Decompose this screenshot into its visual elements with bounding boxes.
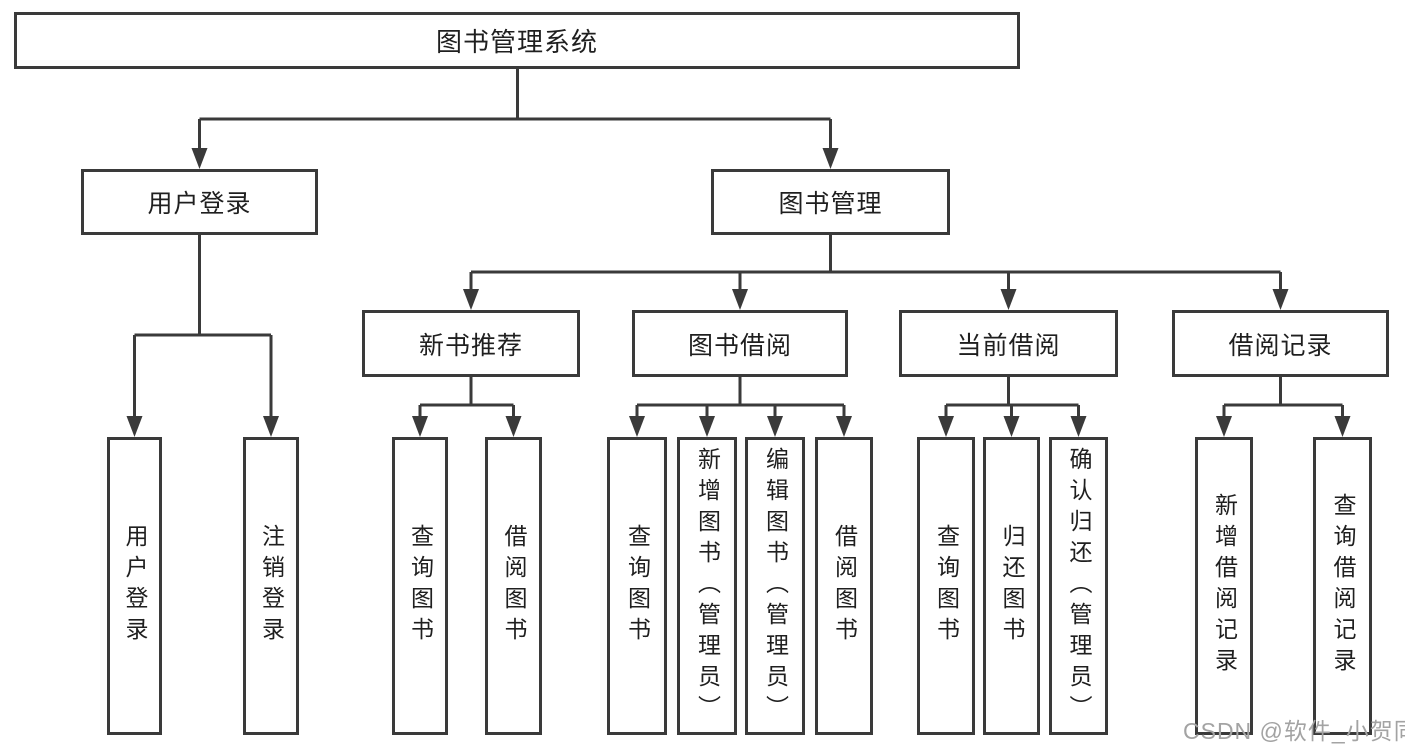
- leaf-add-book-admin: 新增图书（管理员）: [677, 437, 737, 735]
- leaf-add-book-admin-label: 新增图书（管理员）: [694, 446, 721, 726]
- leaf-query-borrow-record: 查询借阅记录: [1313, 437, 1372, 735]
- leaf-query-borrow-record-label: 查询借阅记录: [1330, 493, 1356, 679]
- leaf-query-book-newrec: 查询图书: [392, 437, 448, 735]
- leaf-query-book-current: 查询图书: [917, 437, 975, 735]
- leaf-borrow-book-label: 借阅图书: [831, 524, 858, 648]
- node-book-borrow: 图书借阅: [632, 310, 848, 377]
- leaf-edit-book-admin-label: 编辑图书（管理员）: [762, 446, 789, 726]
- node-library-management-system: 图书管理系统: [14, 12, 1020, 69]
- leaf-query-book-newrec-label: 查询图书: [407, 524, 434, 648]
- leaf-query-book-borrow: 查询图书: [607, 437, 667, 735]
- leaf-borrow-book: 借阅图书: [815, 437, 873, 735]
- node-new-book-recommend: 新书推荐: [362, 310, 580, 377]
- leaf-edit-book-admin: 编辑图书（管理员）: [745, 437, 805, 735]
- node-current-borrow: 当前借阅: [899, 310, 1118, 377]
- leaf-add-borrow-record: 新增借阅记录: [1195, 437, 1253, 735]
- leaf-query-book-borrow-label: 查询图书: [624, 524, 651, 648]
- node-book-management: 图书管理: [711, 169, 950, 235]
- leaf-add-borrow-record-label: 新增借阅记录: [1211, 493, 1238, 679]
- node-user-login: 用户登录: [81, 169, 318, 235]
- leaf-user-login-label: 用户登录: [122, 524, 148, 648]
- leaf-borrow-book-newrec: 借阅图书: [485, 437, 542, 735]
- node-borrow-record: 借阅记录: [1172, 310, 1389, 377]
- leaf-logout: 注销登录: [243, 437, 299, 735]
- leaf-borrow-book-newrec-label: 借阅图书: [501, 524, 527, 648]
- leaf-confirm-return-admin: 确认归还（管理员）: [1049, 437, 1108, 735]
- csdn-watermark: CSDN @软件_小贺同学: [1183, 718, 1405, 744]
- leaf-return-book-label: 归还图书: [999, 524, 1025, 648]
- leaf-logout-label: 注销登录: [258, 524, 285, 648]
- leaf-confirm-return-admin-label: 确认归还（管理员）: [1066, 446, 1092, 726]
- leaf-return-book: 归还图书: [983, 437, 1040, 735]
- leaf-user-login: 用户登录: [107, 437, 162, 735]
- leaf-query-book-current-label: 查询图书: [933, 524, 960, 648]
